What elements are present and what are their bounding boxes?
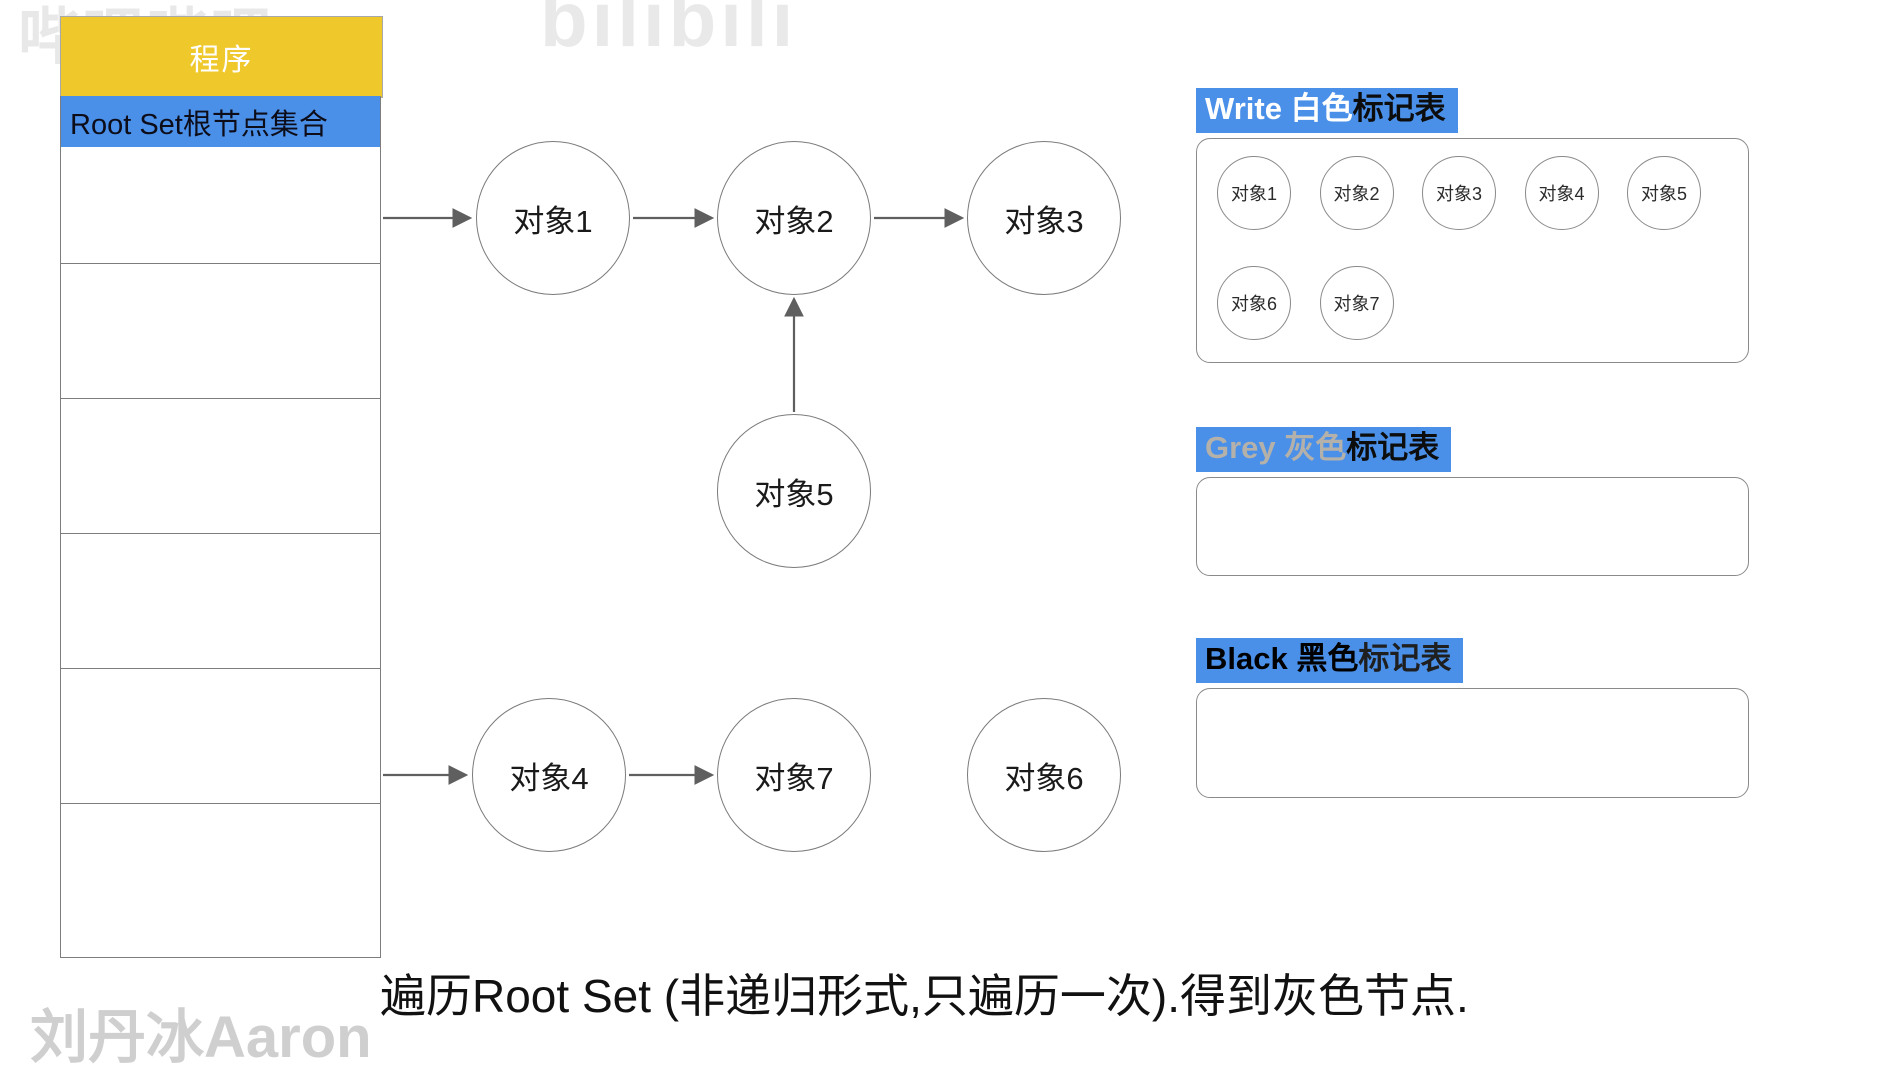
graph-node-label: 对象3 <box>1004 203 1084 239</box>
mark-table-white-title: Write 白色标记表 <box>1196 88 1458 133</box>
mark-chip-white-3[interactable]: 对象3 <box>1422 156 1496 230</box>
mark-grey-title-color: 灰色 <box>1275 430 1347 465</box>
root-set-header: Root Set根节点集合 <box>61 96 380 147</box>
graph-node-obj1[interactable]: 对象1 <box>476 141 630 295</box>
graph-node-label: 对象4 <box>509 760 589 796</box>
graph-node-label: 对象7 <box>754 760 834 796</box>
mark-white-title-en: Write <box>1205 91 1282 126</box>
mark-chip-white-6[interactable]: 对象6 <box>1217 266 1291 340</box>
mark-chip-label: 对象4 <box>1538 184 1585 204</box>
mark-chip-white-4[interactable]: 对象4 <box>1524 156 1599 230</box>
root-set-row-3[interactable] <box>61 399 380 534</box>
mark-chip-white-5[interactable]: 对象5 <box>1627 156 1701 230</box>
mark-black-title-color: 黑色 <box>1287 641 1359 676</box>
graph-node-label: 对象1 <box>513 203 593 239</box>
mark-black-title-en: Black <box>1205 641 1288 676</box>
mark-chip-label: 对象5 <box>1640 184 1687 204</box>
mark-white-title-color: 白色 <box>1281 91 1353 126</box>
root-set-row-2[interactable] <box>61 264 380 399</box>
mark-chip-label: 对象2 <box>1333 184 1380 204</box>
graph-node-obj6[interactable]: 对象6 <box>967 698 1121 852</box>
watermark-author: 刘丹冰Aaron <box>30 1005 372 1070</box>
graph-node-obj5[interactable]: 对象5 <box>717 414 871 568</box>
caption-text: 遍历Root Set (非递归形式,只遍历一次).得到灰色节点. <box>380 970 1469 1022</box>
mark-chip-white-7[interactable]: 对象7 <box>1319 266 1394 340</box>
mark-chip-label: 对象6 <box>1230 294 1277 314</box>
graph-node-label: 对象5 <box>754 476 834 512</box>
mark-chip-white-2[interactable]: 对象2 <box>1319 156 1394 230</box>
mark-grey-title-en: Grey <box>1205 430 1276 465</box>
mark-table-white-body: 对象1 对象2 对象3 对象4 对象5 对象6 对象7 <box>1196 138 1749 363</box>
graph-node-obj3[interactable]: 对象3 <box>967 141 1121 295</box>
mark-chip-label: 对象1 <box>1230 184 1277 204</box>
root-set-table: Root Set根节点集合 <box>60 96 381 958</box>
root-set-rows <box>61 147 380 954</box>
root-set-row-1[interactable] <box>61 147 380 264</box>
graph-node-obj4[interactable]: 对象4 <box>472 698 626 852</box>
mark-table-black-body <box>1196 688 1749 798</box>
graph-node-obj7[interactable]: 对象7 <box>717 698 871 852</box>
mark-grey-title-suffix: 标记表 <box>1346 430 1440 465</box>
root-set-row-4[interactable] <box>61 534 380 669</box>
watermark-bilibili: bilibili <box>540 0 798 63</box>
root-set-row-5[interactable] <box>61 669 380 804</box>
mark-chip-label: 对象7 <box>1333 294 1380 314</box>
mark-table-black-title: Black 黑色标记表 <box>1196 638 1464 683</box>
mark-black-title-suffix: 标记表 <box>1358 641 1452 676</box>
graph-node-obj2[interactable]: 对象2 <box>717 141 871 295</box>
mark-chip-label: 对象3 <box>1435 184 1482 204</box>
root-set-row-6[interactable] <box>61 804 380 954</box>
mark-table-grey-title: Grey 灰色标记表 <box>1196 427 1452 472</box>
program-label: 程序 <box>189 44 254 77</box>
graph-node-label: 对象6 <box>1004 760 1084 796</box>
mark-white-title-suffix: 标记表 <box>1352 91 1446 126</box>
graph-node-label: 对象2 <box>754 203 834 239</box>
mark-chip-white-1[interactable]: 对象1 <box>1217 156 1291 230</box>
program-box: 程序 <box>60 16 383 98</box>
mark-table-grey-body <box>1196 477 1749 576</box>
